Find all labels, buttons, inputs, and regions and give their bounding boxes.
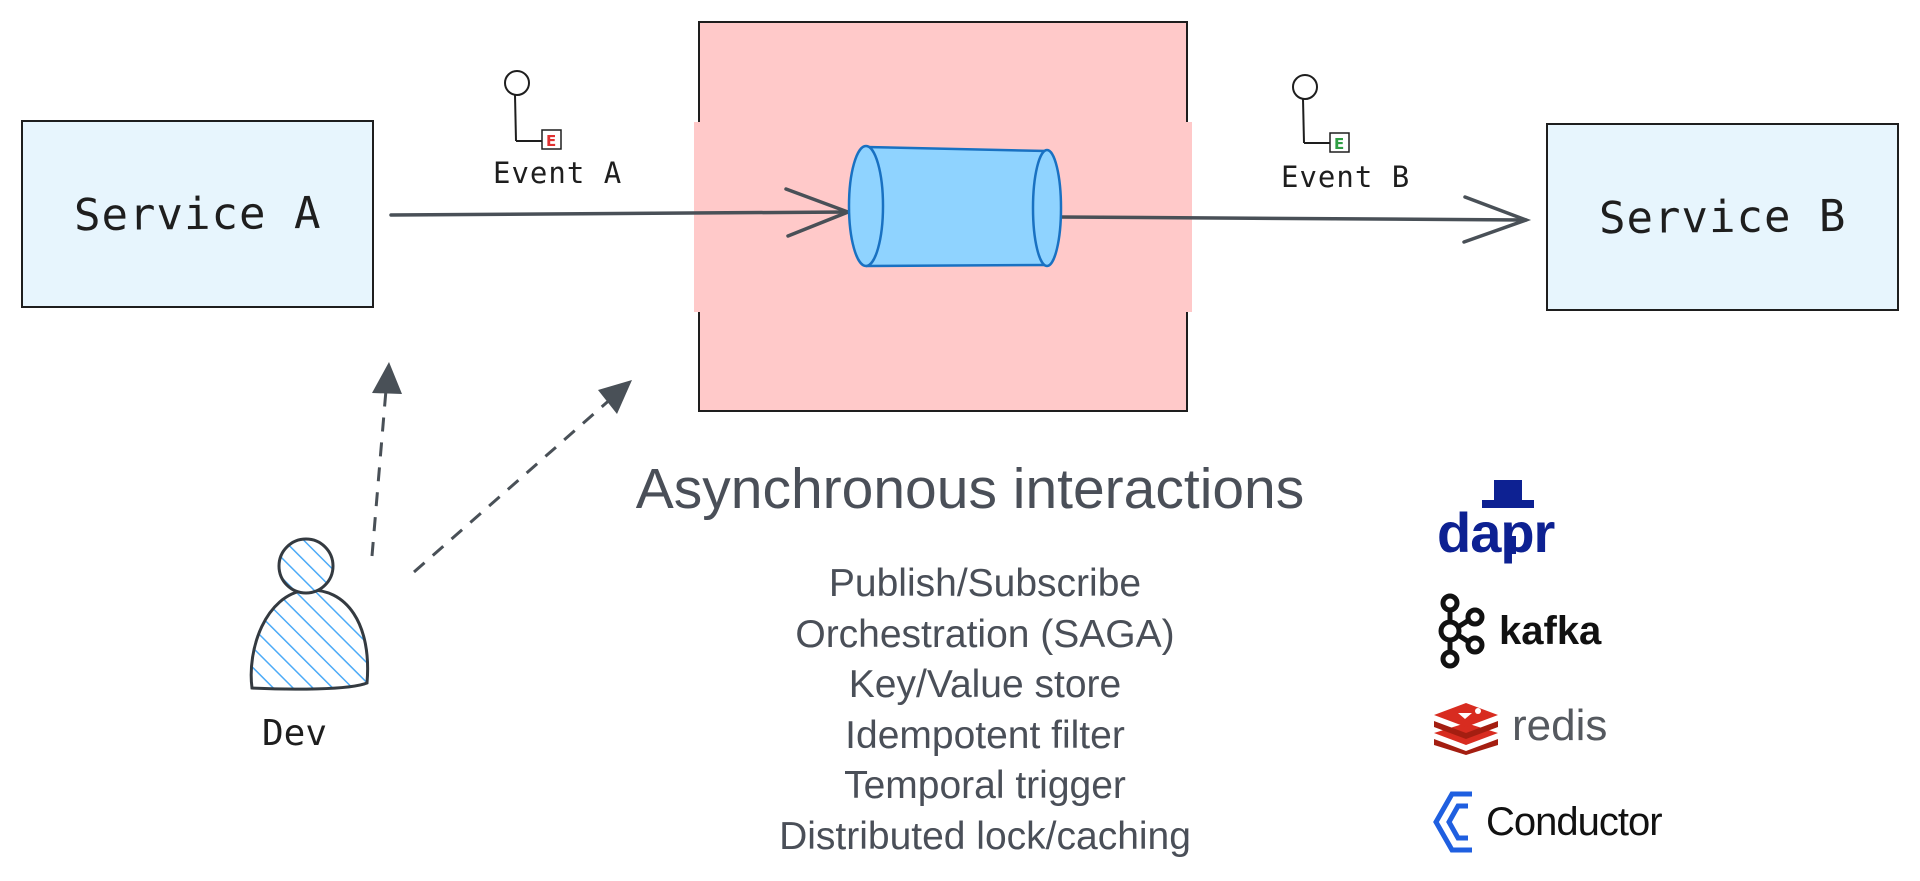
redis-wordmark: redis [1512, 701, 1608, 750]
feature-item: Idempotent filter [845, 713, 1125, 757]
dapr-hat-icon [1482, 480, 1534, 554]
service-b-box: Service B [1546, 123, 1899, 311]
feature-item: Distributed lock/caching [779, 814, 1191, 858]
conductor-logo: Conductor [1428, 786, 1663, 858]
svg-text:E: E [546, 132, 556, 150]
kafka-icon [1438, 593, 1485, 669]
dashed-arrow-dev-to-service-a [370, 362, 402, 557]
dev-label: Dev [262, 713, 328, 754]
feature-item: Publish/Subscribe [828, 562, 1142, 605]
kafka-wordmark: kafka [1499, 608, 1602, 653]
svg-text:E: E [1334, 135, 1344, 153]
dapr-wordmark: dapr [1437, 501, 1555, 564]
dev-actor-icon [249, 537, 370, 691]
event-a-label: Event A [493, 156, 623, 190]
redis-logo: redis [1432, 697, 1607, 755]
dapr-logo: dapr [1437, 478, 1555, 564]
arrow-service-a-to-queue [389, 187, 853, 238]
conductor-icon [1433, 791, 1472, 853]
event-a-icon: E [504, 70, 562, 150]
service-a-box: Service A [21, 120, 374, 308]
feature-item: Temporal trigger [844, 764, 1126, 807]
feature-list: Publish/Subscribe Orchestration (SAGA) K… [600, 559, 1370, 862]
conductor-wordmark: Conductor [1486, 799, 1663, 844]
kafka-logo: kafka [1437, 593, 1601, 669]
redis-icon [1434, 703, 1498, 755]
feature-item: Orchestration (SAGA) [795, 612, 1175, 656]
broker-left-gap [694, 122, 704, 312]
arrow-queue-to-service-b [1056, 195, 1532, 244]
event-b-icon: E [1292, 74, 1350, 153]
section-heading: Asynchronous interactions [635, 457, 1305, 521]
feature-item: Key/Value store [848, 663, 1122, 706]
queue-cylinder [847, 144, 1063, 268]
event-b-label: Event B [1281, 160, 1411, 194]
dashed-arrow-dev-to-broker [413, 380, 632, 574]
